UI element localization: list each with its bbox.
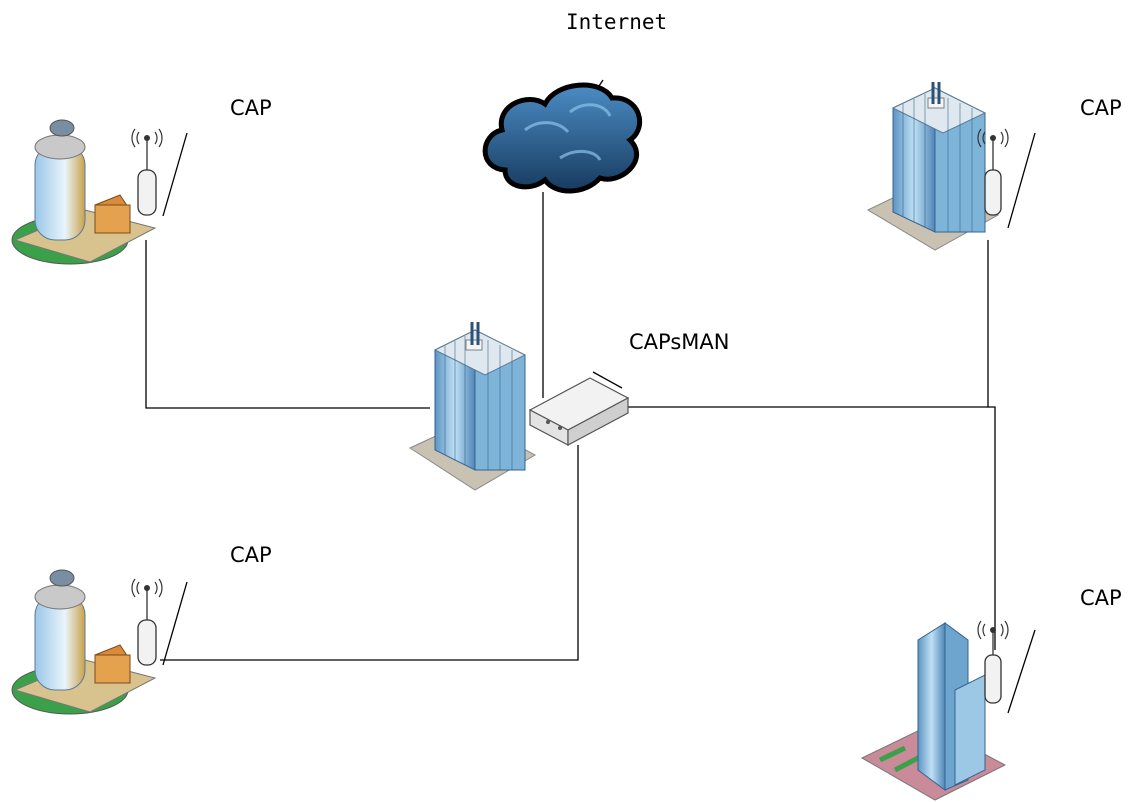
wireless-slashes xyxy=(162,79,1036,714)
antenna-icon xyxy=(131,578,163,666)
slash-capsman xyxy=(592,371,623,389)
slash-top-right xyxy=(1007,132,1036,229)
office-tower-icon xyxy=(408,322,537,491)
cap-bottom-left-label: CAP xyxy=(230,543,272,567)
link-cap-top-right xyxy=(628,240,989,408)
antenna-icon xyxy=(977,620,1009,704)
internet-label: Internet xyxy=(566,10,668,34)
connection-lines xyxy=(145,192,996,661)
hotel-building-icon xyxy=(11,119,163,265)
link-cap-bottom-left xyxy=(160,445,579,661)
slash-bottom-right xyxy=(1007,629,1036,714)
slash-top-left xyxy=(162,132,188,217)
router-icon xyxy=(528,377,630,446)
slash-bottom-left xyxy=(162,581,188,666)
skyscraper-icon xyxy=(860,620,1009,801)
cap-top-left-label: CAP xyxy=(230,96,272,120)
link-cap-bottom-right xyxy=(988,406,996,650)
link-cap-top-left xyxy=(145,240,430,409)
antenna-icon xyxy=(131,128,163,216)
office-tower-icon xyxy=(866,82,1009,251)
hotel-building-icon xyxy=(11,569,163,715)
cloud-icon xyxy=(482,82,643,194)
antenna-icon xyxy=(977,128,1009,216)
cap-top-right-label: CAP xyxy=(1080,96,1122,120)
cap-bottom-right-label: CAP xyxy=(1080,586,1122,610)
capsman-label: CAPsMAN xyxy=(629,330,730,354)
